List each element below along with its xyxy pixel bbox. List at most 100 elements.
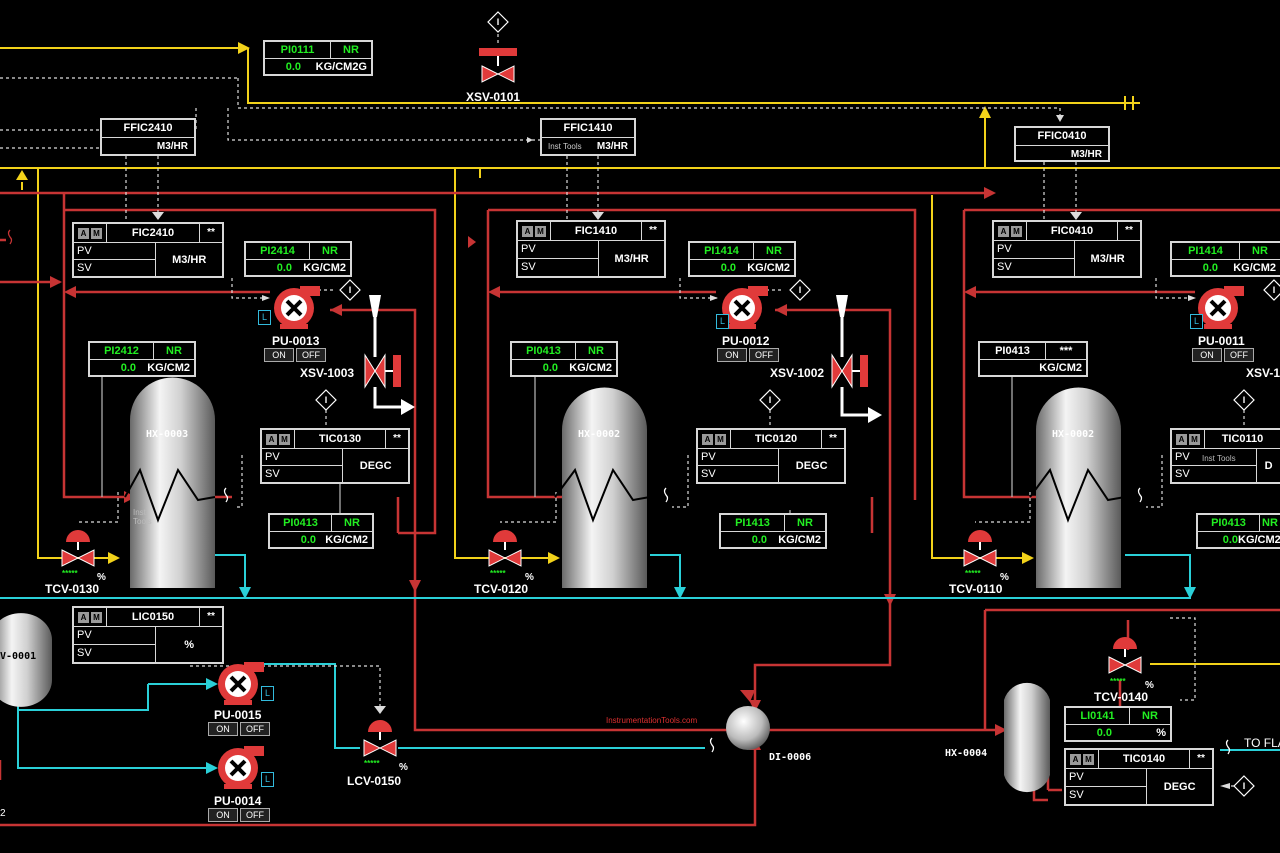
- pi-status: NR: [766, 245, 782, 257]
- pi-unit: KG/CM2G: [315, 61, 367, 73]
- ffic2410-block[interactable]: FFIC2410 M3/HR: [100, 118, 196, 156]
- auto-button[interactable]: A: [998, 225, 1009, 237]
- pump-on-button[interactable]: ON: [208, 808, 238, 822]
- controller-unit: M3/HR: [172, 253, 207, 266]
- valve-position-stars: *****: [490, 569, 506, 578]
- pump-on-button[interactable]: ON: [264, 348, 294, 362]
- ffic-unit: M3/HR: [596, 141, 628, 152]
- pi-status: NR: [1252, 245, 1268, 257]
- local-mode-indicator[interactable]: L: [258, 310, 271, 325]
- pump-on-button[interactable]: ON: [1192, 348, 1222, 362]
- auto-button[interactable]: A: [1176, 433, 1187, 445]
- tcv-tag: TCV-0130: [45, 582, 100, 596]
- auto-button[interactable]: A: [702, 433, 713, 445]
- pump-off-button[interactable]: OFF: [240, 808, 270, 822]
- auto-button[interactable]: A: [78, 611, 89, 623]
- auto-button[interactable]: A: [78, 227, 89, 239]
- ffic0410-block[interactable]: FFIC0410 M3/HR: [1014, 126, 1110, 162]
- local-mode-indicator[interactable]: L: [716, 314, 729, 329]
- local-mode-indicator[interactable]: L: [261, 772, 274, 787]
- svg-text:I: I: [349, 285, 352, 295]
- pv-label: PV: [518, 241, 599, 259]
- xsv-valves: [364, 295, 882, 423]
- controller-tag: FIC2410: [107, 224, 200, 242]
- sv-label: SV: [701, 467, 716, 480]
- manual-button[interactable]: M: [91, 611, 102, 623]
- pump-on-button[interactable]: ON: [717, 348, 747, 362]
- controller-status: **: [1125, 225, 1133, 236]
- local-mode-indicator[interactable]: L: [261, 686, 274, 701]
- pi0413-indicator[interactable]: PI0413*** KG/CM2: [978, 341, 1088, 377]
- pi-value: [980, 360, 1026, 376]
- manual-button[interactable]: M: [535, 225, 546, 237]
- pump-tag: PU-0015: [214, 708, 262, 722]
- xsv-0101-valve: [479, 48, 517, 83]
- manual-button[interactable]: M: [1189, 433, 1200, 445]
- inst-tools-note: Inst Tools: [1202, 454, 1236, 463]
- pi-unit: KG/CM2: [1039, 362, 1082, 374]
- manual-button[interactable]: M: [279, 433, 290, 445]
- local-mode-indicator[interactable]: L: [1190, 314, 1203, 329]
- manual-button[interactable]: M: [715, 433, 726, 445]
- pi-status: NR: [588, 345, 604, 357]
- ffic-tag: FFIC2410: [102, 120, 194, 138]
- pump-on-button[interactable]: ON: [208, 722, 238, 736]
- svg-text:I: I: [769, 395, 772, 405]
- pv-label: PV: [262, 449, 343, 466]
- pump-off-button[interactable]: OFF: [296, 348, 326, 362]
- manual-button[interactable]: M: [1011, 225, 1022, 237]
- auto-button[interactable]: A: [1070, 753, 1081, 765]
- manual-button[interactable]: M: [91, 227, 102, 239]
- hx-tag: HX-0002: [1052, 429, 1095, 440]
- pump-off-button[interactable]: OFF: [240, 722, 270, 736]
- pump-off-button[interactable]: OFF: [749, 348, 779, 362]
- ffic-tag: FFIC0410: [1016, 128, 1108, 146]
- pi-unit: KG/CM2: [747, 262, 790, 274]
- manual-button[interactable]: M: [1083, 753, 1094, 765]
- inst-tools-note: Inst Tools: [133, 508, 152, 526]
- valve-percent: %: [399, 762, 408, 773]
- pump-off-button[interactable]: OFF: [1224, 348, 1254, 362]
- tcv-tag: TCV-0140: [1094, 690, 1149, 704]
- pi-unit: KG/CM2: [778, 534, 821, 546]
- pi-status: NR: [322, 245, 338, 257]
- hx-tag: HX-0004: [945, 748, 988, 759]
- auto-button[interactable]: A: [266, 433, 277, 445]
- inst-tools-note: Inst Tools: [548, 142, 582, 151]
- pi-unit: KG/CM2: [325, 534, 368, 546]
- pi-value: 0.0: [276, 262, 292, 274]
- auto-button[interactable]: A: [522, 225, 533, 237]
